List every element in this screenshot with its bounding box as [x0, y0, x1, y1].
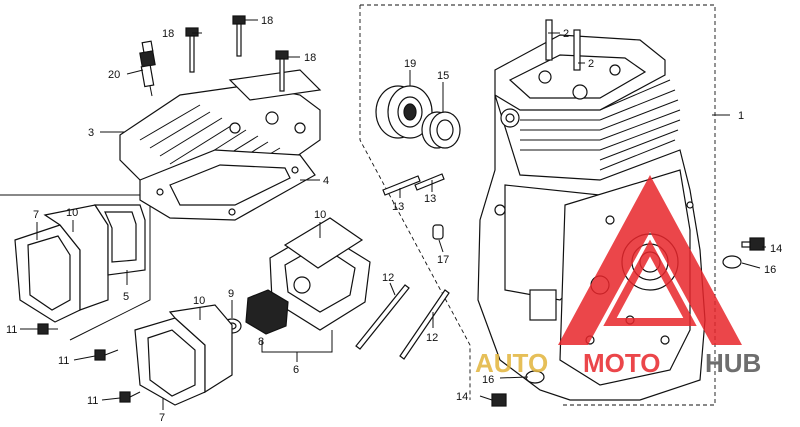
head-gasket	[139, 149, 316, 221]
spark-plug	[139, 40, 156, 97]
insulator-8	[245, 289, 289, 335]
callout-12: 12	[382, 272, 394, 284]
cover-bolts	[37, 323, 141, 403]
crankcase-boundary	[360, 4, 716, 406]
callout-3: 3	[88, 127, 94, 139]
watermark-auto: AUTO	[475, 348, 548, 378]
intake-cover-upper	[14, 204, 146, 323]
callout-12: 12	[426, 332, 438, 344]
callout-20: 20	[108, 69, 120, 81]
callout-10: 10	[66, 207, 78, 219]
callout-4: 4	[323, 175, 329, 187]
callout-15: 15	[437, 70, 449, 82]
callout-6: 6	[293, 364, 299, 376]
callout-8: 8	[258, 336, 264, 348]
callout-5: 5	[123, 291, 129, 303]
callout-19: 19	[404, 58, 416, 70]
watermark-triangle	[558, 175, 742, 345]
callout-2: 2	[588, 58, 594, 70]
callout-11: 11	[58, 355, 69, 367]
crank-bearing	[375, 85, 433, 139]
callout-11: 11	[6, 324, 17, 336]
callout-14: 14	[770, 243, 782, 255]
automotohub-watermark: AUTO MOTO HUB	[475, 175, 761, 378]
callout-18: 18	[162, 28, 174, 40]
cylinder-stud-left	[545, 19, 553, 61]
callout-10: 10	[314, 209, 326, 221]
callout-14: 14	[456, 391, 468, 403]
intake-manifold	[269, 217, 371, 331]
assembly-boundaries	[0, 4, 716, 406]
crankcase-boundary-left	[359, 5, 471, 400]
callout-13: 13	[424, 193, 436, 205]
dowel-pin	[432, 224, 444, 240]
drain-bolt-bottom	[491, 370, 545, 407]
callout-numbers: 1 2 2 3 4 5 6 7 7 8 9 10 10 10 11 11 11 …	[6, 15, 782, 424]
watermark-moto: MOTO	[583, 348, 661, 378]
watermark-hub: HUB	[705, 348, 761, 378]
callout-11: 11	[87, 395, 98, 407]
callout-18: 18	[304, 52, 316, 64]
callout-2: 2	[563, 28, 569, 40]
cylinder-stud-right	[573, 29, 581, 71]
callout-1: 1	[738, 110, 744, 122]
callout-13: 13	[392, 201, 404, 213]
intake-cover-lower	[134, 304, 233, 406]
callout-18: 18	[261, 15, 273, 27]
callout-17: 17	[437, 254, 449, 266]
callout-16: 16	[482, 374, 494, 386]
intake-group-boundary	[0, 194, 151, 341]
leader-lines	[20, 19, 766, 410]
studs-13	[382, 173, 445, 196]
callout-16: 16	[764, 264, 776, 276]
drain-bolt-right	[722, 237, 765, 269]
callout-10: 10	[193, 295, 205, 307]
long-studs-12	[355, 284, 450, 360]
callout-9: 9	[228, 288, 234, 300]
crankcase	[477, 19, 706, 401]
head-bolts	[185, 15, 289, 92]
oil-seal	[421, 111, 461, 149]
callout-7: 7	[159, 412, 165, 424]
callout-7: 7	[33, 209, 39, 221]
